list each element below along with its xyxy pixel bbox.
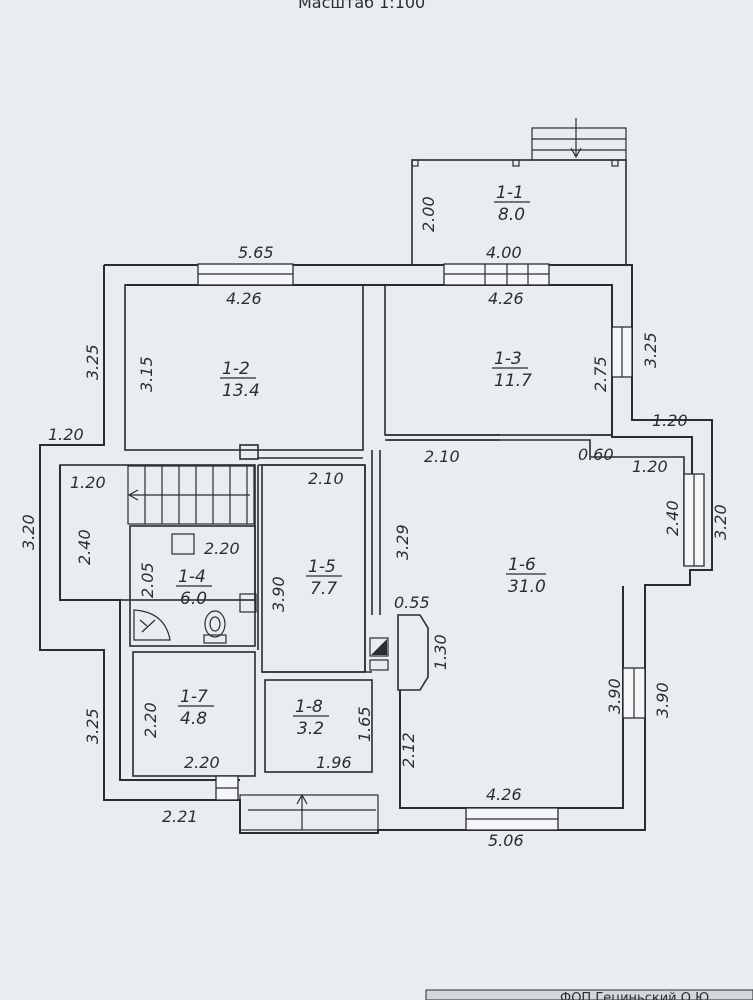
room-1-5-area: 7.7 <box>310 579 337 599</box>
dim-bottom-left: 2.21 <box>162 807 198 826</box>
room-1-7-area: 4.8 <box>180 709 207 729</box>
dim-right-step-c: 1.20 <box>632 457 668 476</box>
dim-r16-left-height: 3.29 <box>393 524 412 560</box>
room-labels: 1-1 8.0 1-2 13.4 1-3 11.7 1-4 6.0 1-5 7.… <box>176 183 546 739</box>
dim-chimney-width: 0.55 <box>394 593 430 612</box>
dim-top-left: 5.65 <box>238 243 274 262</box>
dim-r12-width: 4.26 <box>226 289 262 308</box>
room-1-1-id: 1-1 <box>496 183 524 203</box>
dim-r12-height: 3.15 <box>137 356 156 392</box>
toilet-icon <box>203 610 227 644</box>
entrance-arrow-icon <box>570 118 582 159</box>
room-1-6-area: 31.0 <box>508 577 546 597</box>
room-1-1-area: 8.0 <box>498 205 525 225</box>
dim-r13-height-inner: 2.75 <box>591 356 610 392</box>
room-1-7 <box>132 651 256 777</box>
dim-bottom-right: 5.06 <box>488 831 524 850</box>
room-1-8-id: 1-8 <box>295 697 323 717</box>
dim-left-middle-height: 3.20 <box>19 514 38 550</box>
dim-right-lower-inner: 3.90 <box>605 678 624 714</box>
ventilation-icon <box>369 637 389 671</box>
dim-r18-height: 1.65 <box>355 706 374 742</box>
room-1-2-id: 1-2 <box>222 359 250 379</box>
room-1-6-id: 1-6 <box>508 555 536 575</box>
dim-left-lower-height: 3.25 <box>83 708 102 744</box>
dim-r14-height: 2.05 <box>138 562 157 598</box>
dim-r17-height: 2.20 <box>141 702 160 738</box>
room-1-5 <box>261 464 366 673</box>
dim-stair-width: 1.20 <box>70 473 106 492</box>
shower-icon <box>133 609 171 641</box>
dim-top-right: 4.00 <box>486 243 522 262</box>
dim-partition-b: 2.10 <box>308 469 344 488</box>
stove-icon <box>397 614 429 691</box>
dim-r18-width: 1.96 <box>316 753 352 772</box>
dim-r15-height: 3.90 <box>269 576 288 612</box>
dim-right-window-height: 2.40 <box>663 500 682 536</box>
dim-stair-height: 2.40 <box>75 529 94 565</box>
stair-arrow-icon <box>127 489 250 501</box>
dim-r17-width: 2.20 <box>184 753 220 772</box>
room-1-8 <box>264 679 373 773</box>
dim-partition-a: 2.10 <box>424 447 460 466</box>
dim-left-step: 1.20 <box>48 425 84 444</box>
room-1-7-id: 1-7 <box>180 687 208 707</box>
dim-right-lower-outer: 3.90 <box>653 682 672 718</box>
dimension-labels: 5.65 4.00 2.00 4.26 3.15 4.26 2.75 3.25 … <box>19 196 730 850</box>
room-1-4 <box>129 525 256 647</box>
dim-left-upper-height: 3.25 <box>83 344 102 380</box>
dim-r16-lower-left: 2.12 <box>399 732 418 768</box>
dim-r14-width: 2.20 <box>204 539 240 558</box>
dim-chimney-height: 1.30 <box>431 634 450 670</box>
terrace-steps <box>531 127 627 161</box>
dim-right-outer-height: 3.20 <box>711 504 730 540</box>
windows <box>197 263 705 831</box>
footer-stamp: ФОП Гециньский О.Ю. <box>425 989 753 1000</box>
dim-r13-width: 4.26 <box>488 289 524 308</box>
room-1-3-area: 11.7 <box>494 371 532 391</box>
dim-r13-height-outer: 3.25 <box>641 332 660 368</box>
dim-right-step-a: 1.20 <box>652 411 688 430</box>
room-1-2-area: 13.4 <box>222 381 260 401</box>
footer-stamp-text: ФОП Гециньский О.Ю. <box>560 991 713 1000</box>
entrance-porch <box>239 793 379 831</box>
room-1-8-area: 3.2 <box>297 719 324 739</box>
room-1-4-id: 1-4 <box>178 567 206 587</box>
dim-right-step-b: 0.60 <box>578 445 614 464</box>
room-1-4-area: 6.0 <box>180 589 207 609</box>
room-1-5-id: 1-5 <box>308 557 336 577</box>
scale-label: Масштаб 1:100 <box>298 0 425 12</box>
dim-terrace-height: 2.00 <box>419 196 438 232</box>
dim-r16-bottom: 4.26 <box>486 785 522 804</box>
room-1-3-id: 1-3 <box>494 349 522 369</box>
